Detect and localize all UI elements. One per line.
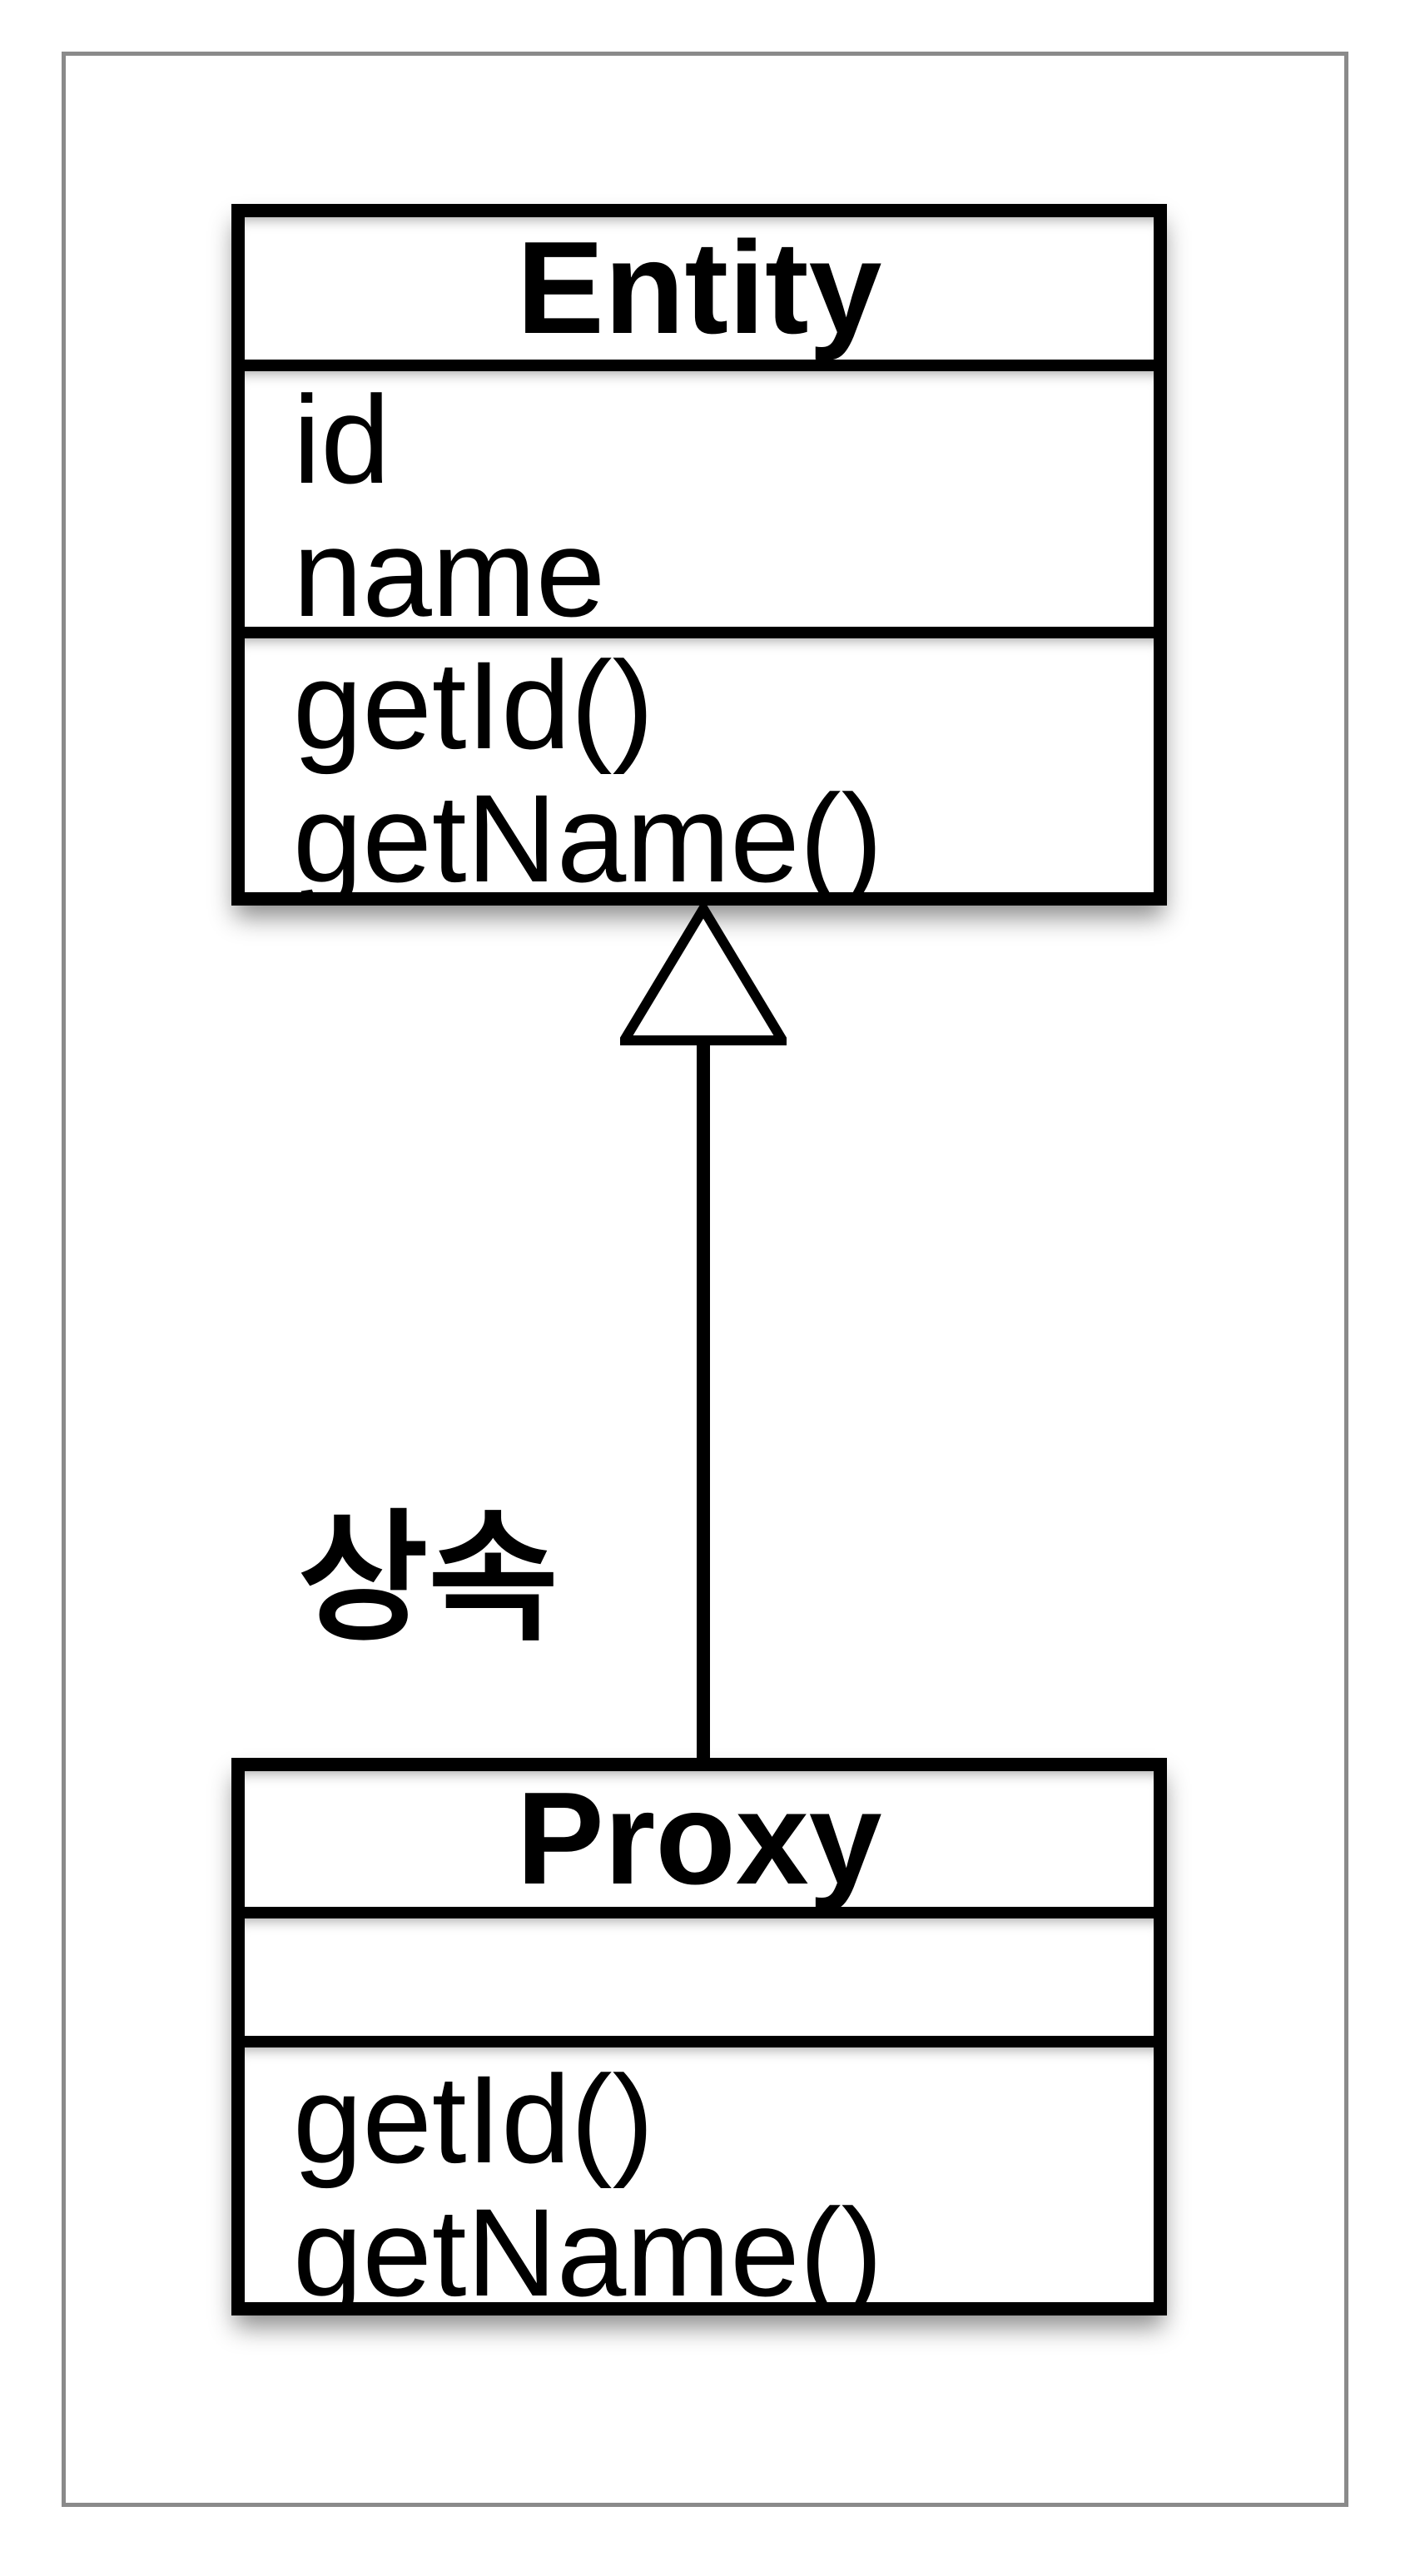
attribute-item: id bbox=[293, 371, 390, 509]
attributes-compartment-entity: id name bbox=[245, 371, 1154, 638]
relationship-label: 상속 bbox=[298, 1500, 559, 1658]
method-item: getId() bbox=[293, 2049, 654, 2189]
method-item: getName() bbox=[293, 2182, 883, 2302]
attributes-compartment-proxy bbox=[245, 1918, 1154, 2047]
class-name-entity: Entity bbox=[245, 215, 1154, 371]
inheritance-arrow bbox=[620, 902, 787, 1760]
diagram-frame bbox=[62, 52, 1348, 2507]
attribute-item: name bbox=[293, 503, 606, 638]
inheritance-triangle-icon bbox=[620, 902, 787, 1045]
class-name-proxy: Proxy bbox=[245, 1765, 1154, 1918]
class-box-entity: Entity id name getId() getName() bbox=[231, 204, 1167, 906]
method-item: getId() bbox=[293, 638, 654, 775]
method-item: getName() bbox=[293, 768, 883, 892]
class-box-proxy: Proxy getId() getName() bbox=[231, 1758, 1167, 2315]
methods-compartment-entity: getId() getName() bbox=[245, 638, 1154, 892]
methods-compartment-proxy: getId() getName() bbox=[245, 2047, 1154, 2302]
